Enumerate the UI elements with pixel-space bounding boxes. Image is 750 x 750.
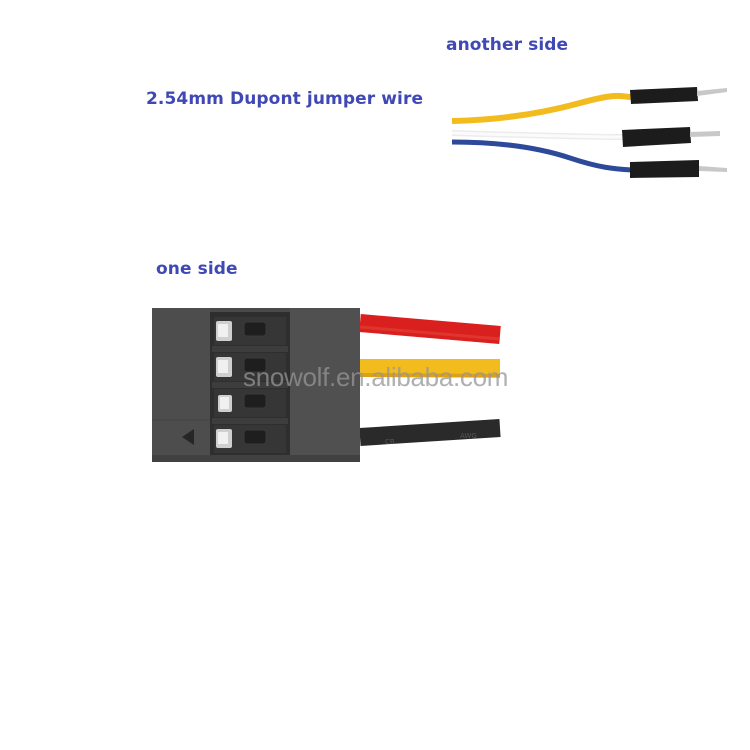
- black-wire: [359, 419, 501, 446]
- watermark-text: snowolf.en.alibaba.com: [243, 362, 509, 392]
- contact-slot-4: [214, 425, 286, 453]
- pin-metal-2: [690, 131, 720, 137]
- pin-housing-2: [622, 127, 691, 147]
- pin-metal-3: [699, 166, 727, 172]
- svg-text:CB: CB: [385, 438, 395, 446]
- pin-metal-1: [697, 88, 727, 96]
- pin-housing-1: [630, 87, 698, 104]
- svg-text:AWG: AWG: [460, 432, 477, 440]
- one-side-label: one side: [156, 259, 238, 279]
- another-side-label: another side: [446, 35, 569, 55]
- male-pin-terminals: [622, 87, 727, 178]
- pin-housing-3: [630, 160, 699, 178]
- one-side-wires: CB AWG: [359, 314, 501, 446]
- yellow-wire: [451, 92, 633, 124]
- blue-wire: [451, 139, 633, 173]
- contact-slot-2: [214, 353, 286, 381]
- another-side-wires: [451, 92, 633, 173]
- contact-slot-1: [214, 317, 286, 345]
- female-housing: [152, 308, 360, 462]
- product-title-label: 2.54mm Dupont jumper wire: [146, 89, 424, 109]
- contact-slot-3: [214, 389, 286, 417]
- red-wire: [359, 314, 501, 344]
- pin1-marker-icon: [182, 429, 194, 445]
